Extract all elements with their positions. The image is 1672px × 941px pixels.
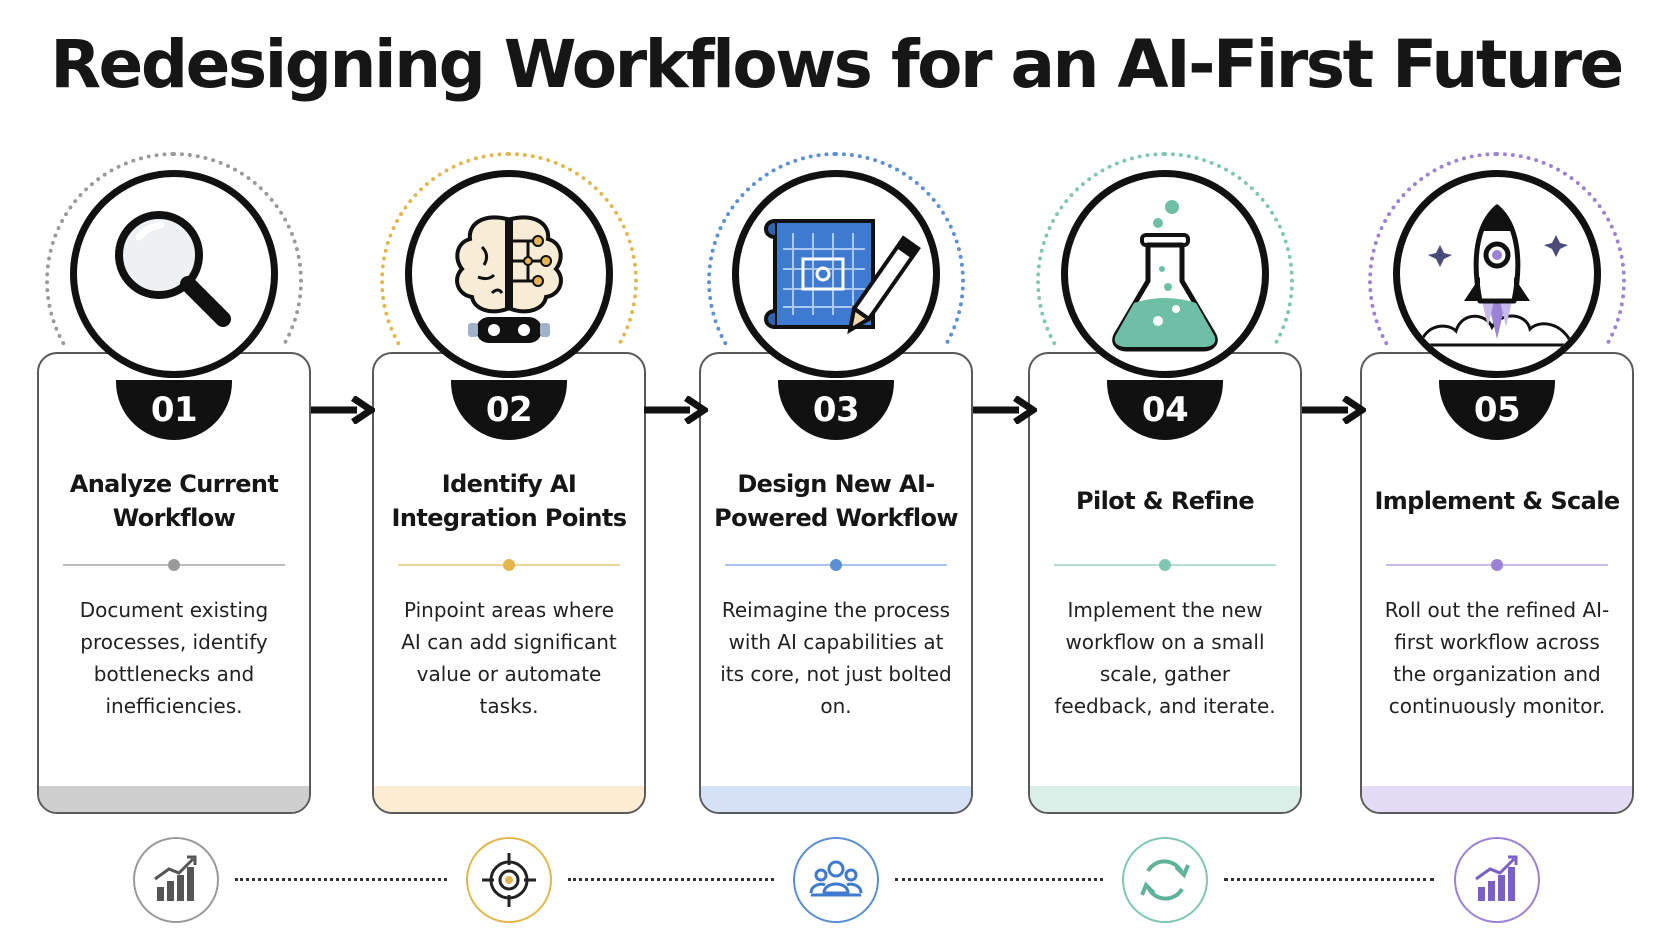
arrow-icon <box>644 396 708 424</box>
step-2: Identify AI Integration Points Pinpoint … <box>372 0 646 941</box>
bar-chart-icon <box>154 855 197 901</box>
team-icon <box>809 860 863 897</box>
target-icon <box>482 853 536 907</box>
step-4-title: Pilot & Refine <box>1075 487 1255 515</box>
step-4-footer <box>1030 786 1300 812</box>
step-3: Design New AI-Powered Workflow Reimagine… <box>699 0 973 941</box>
step-2-description: Pinpoint areas where AI can add signific… <box>401 598 617 718</box>
arrow-icon <box>1302 396 1366 424</box>
step-1-icon-circle <box>70 170 278 378</box>
step-3-icon-circle <box>732 170 940 378</box>
step-2-title: Identify AI Integration Points <box>391 470 628 532</box>
step-3-divider <box>725 559 947 571</box>
bottom-icon-5 <box>1454 837 1540 923</box>
magnifying-glass-icon <box>115 211 231 327</box>
step-4-divider <box>1054 559 1276 571</box>
step-4-description: Implement the new workflow on a small sc… <box>1054 598 1276 718</box>
bottom-icon-4 <box>1122 837 1208 923</box>
step-5-divider <box>1386 559 1608 571</box>
step-3-description: Reimagine the process with AI capabiliti… <box>720 598 952 718</box>
step-4-card: Pilot & Refine Implement the new workflo… <box>1028 352 1302 814</box>
step-5-footer <box>1362 786 1632 812</box>
arrow-icon <box>311 396 375 424</box>
step-1-title: Analyze Current Workflow <box>69 470 279 532</box>
flask-icon <box>1112 200 1218 352</box>
step-1-description: Document existing processes, identify bo… <box>79 598 269 718</box>
growth-chart-icon <box>1475 855 1518 901</box>
step-3-title: Design New AI-Powered Workflow <box>714 470 958 532</box>
dotted-connector <box>235 878 447 885</box>
step-2-card: Identify AI Integration Points Pinpoint … <box>372 352 646 814</box>
rocket-icon <box>1418 204 1575 347</box>
refresh-cycle-icon <box>1140 859 1190 901</box>
bottom-icon-3 <box>793 837 879 923</box>
blueprint-pencil-icon <box>764 219 921 335</box>
step-3-footer <box>701 786 971 812</box>
step-2-footer <box>374 786 644 812</box>
step-1-divider <box>63 559 285 571</box>
dotted-connector <box>895 878 1103 885</box>
step-5-icon-circle <box>1393 170 1601 378</box>
bottom-icon-1 <box>133 837 219 923</box>
bottom-icon-2 <box>466 837 552 923</box>
step-4: Pilot & Refine Implement the new workflo… <box>1028 0 1302 941</box>
step-2-number-badge: 02 <box>451 380 567 440</box>
step-5: Implement & Scale Roll out the refined A… <box>1360 0 1634 941</box>
step-2-divider <box>398 559 620 571</box>
step-2-icon-circle <box>405 170 613 378</box>
arrow-icon <box>973 396 1037 424</box>
step-1: Analyze Current Workflow Document existi… <box>37 0 311 941</box>
dotted-connector <box>568 878 774 885</box>
step-4-icon-circle <box>1061 170 1269 378</box>
ai-brain-icon <box>455 215 563 343</box>
page-title: Redesigning Workflows for an AI-First Fu… <box>50 26 1624 103</box>
step-5-description: Roll out the refined AI-first workflow a… <box>1384 598 1610 718</box>
step-5-title: Implement & Scale <box>1374 487 1620 515</box>
dotted-connector <box>1224 878 1434 885</box>
step-1-footer <box>39 786 309 812</box>
